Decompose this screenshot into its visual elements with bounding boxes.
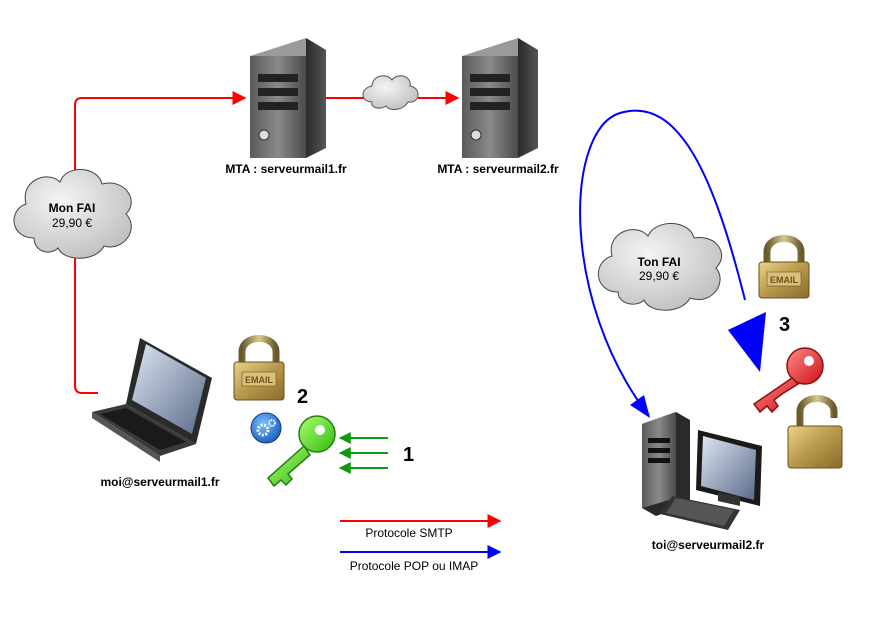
mta2-label: MTA : serveurmail2.fr	[437, 162, 559, 176]
fai-mine-price: 29,90 €	[52, 216, 92, 230]
cloud-icon	[597, 223, 722, 311]
padlock-icon: EMAIL	[758, 235, 810, 299]
desktop-icon	[642, 412, 762, 530]
fai-yours-name: Ton FAI	[637, 255, 680, 269]
step1-arrows	[338, 432, 388, 474]
fai-yours-price: 29,90 €	[639, 269, 679, 283]
key-icon	[752, 347, 824, 414]
legend-pop-imap-label: Protocole POP ou IMAP	[350, 559, 479, 573]
laptop-icon	[92, 338, 212, 462]
legend-smtp-label: Protocole SMTP	[365, 526, 452, 540]
svg-text:EMAIL: EMAIL	[770, 275, 799, 285]
sender-label: moi@serveurmail1.fr	[100, 475, 219, 489]
cloud-icon	[362, 75, 419, 110]
step-number-3: 3	[779, 314, 790, 336]
step-number-2: 2	[297, 386, 308, 408]
mta1-label: MTA : serveurmail1.fr	[225, 162, 347, 176]
padlock-icon: EMAIL	[233, 335, 285, 401]
svg-text:EMAIL: EMAIL	[245, 375, 274, 385]
server-icon	[462, 38, 538, 158]
gear-icon	[250, 412, 282, 444]
cloud-icon	[13, 169, 132, 259]
server-icon	[250, 38, 326, 158]
legend: Protocole SMTP Protocole POP ou IMAP	[340, 514, 502, 573]
padlock-icon	[787, 395, 843, 469]
fai-mine-name: Mon FAI	[49, 201, 96, 215]
receiver-label: toi@serveurmail2.fr	[652, 538, 765, 552]
step-number-1: 1	[403, 444, 414, 466]
pop-imap-path	[579, 109, 766, 418]
key-icon	[266, 415, 336, 488]
